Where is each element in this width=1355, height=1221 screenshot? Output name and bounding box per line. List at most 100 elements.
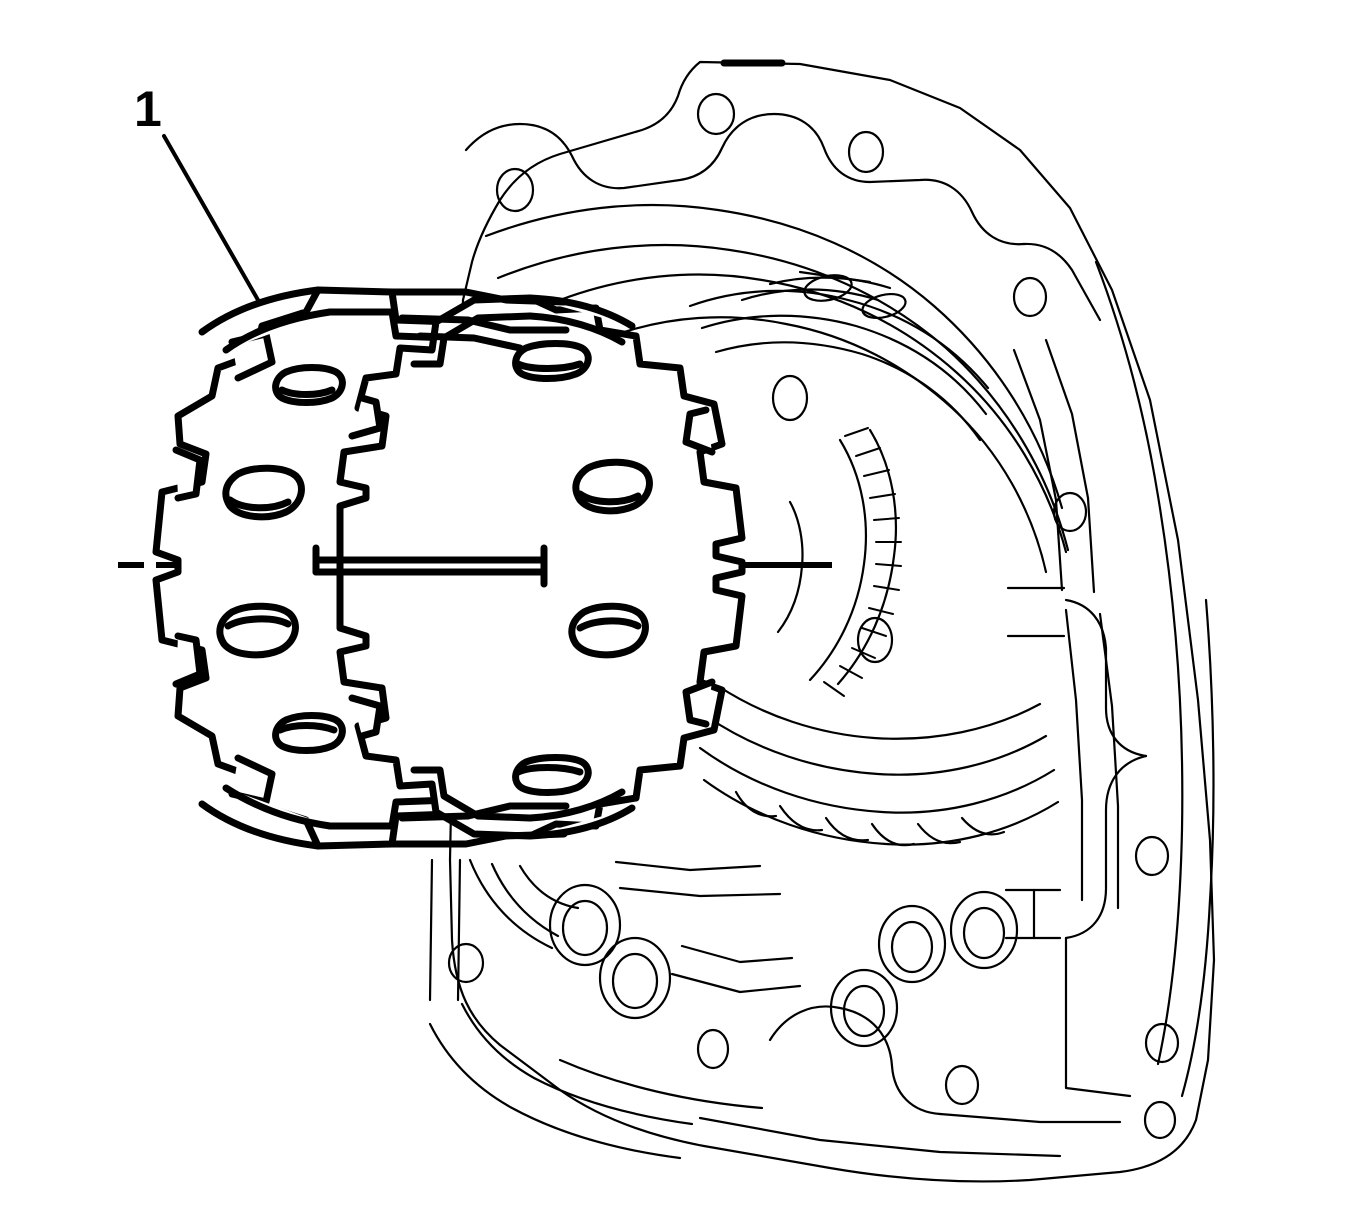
case-skirt-line [518, 864, 580, 910]
bolt-hole-icon [548, 883, 622, 967]
drum-overlap-detail-top [416, 332, 524, 352]
case-rib [1012, 348, 1064, 592]
drum-overlap-detail-bottom [398, 802, 570, 822]
drum-right-rim-top [526, 312, 626, 346]
callout-1-label: 1 [134, 81, 162, 137]
case-clutch-stack-line [714, 341, 982, 442]
case-detail-hole [803, 274, 853, 302]
case-clutch-stack-line [688, 289, 990, 390]
bolt-hole-icon [856, 616, 894, 664]
drum-slot-group-left [216, 364, 346, 754]
case-right-contour [1064, 598, 1148, 758]
drum-left-rim-bottom [198, 800, 322, 850]
drum-right-inner-contour [682, 406, 716, 456]
case-clutch-stack-line [768, 276, 892, 290]
drum-overlap-detail-top [398, 314, 570, 334]
case-clutch-stack-line [798, 270, 872, 284]
callout-1-leader-line [162, 134, 260, 302]
case-bottom-dogs [734, 790, 1006, 847]
case-right-contour [1094, 260, 1184, 1066]
drum-slot [568, 602, 649, 659]
drum-slot-depth [276, 722, 338, 734]
bolt-hole-icon [1012, 276, 1048, 318]
case-top-scallop-right [1022, 242, 1102, 322]
case-bell-arc-3 [558, 273, 1068, 554]
drum-slot [512, 754, 592, 796]
bolt-hole-icon [696, 1028, 730, 1070]
case-hub-mid-arc [808, 438, 867, 682]
bolt-hole-icon [1134, 835, 1170, 877]
drum-slot [216, 602, 299, 659]
drum-right-inner-contour [348, 394, 384, 440]
case-skirt-line [670, 972, 802, 994]
bolt-boss-pair [829, 890, 1019, 1048]
bolt-hole-icon [847, 130, 885, 174]
bolt-hole-icon [829, 968, 899, 1048]
bolt-hole-icon [611, 952, 659, 1010]
case-skirt-line [428, 858, 434, 1002]
case-bell-arc-1 [484, 203, 1064, 510]
case-skirt-line [456, 858, 462, 1002]
transmission-case-group [428, 59, 1216, 1183]
case-rib [1044, 338, 1096, 594]
bolt-hole-icon [771, 374, 809, 422]
drum-left-rim-top [222, 308, 334, 354]
drum-left-rim-bottom [222, 784, 334, 830]
case-lower-arc-2 [704, 714, 1048, 776]
drum-left-rim-top [198, 286, 322, 336]
case-bell-arc-4 [610, 316, 1048, 574]
drum-slot-depth [514, 764, 584, 776]
drum-right-inner-contour [348, 694, 384, 740]
case-right-contour [1064, 936, 1132, 1098]
drum-slot-depth [576, 617, 642, 632]
drum-slot-depth [576, 490, 642, 506]
case-top-scallop-left [464, 112, 1026, 246]
bolt-hole-icon [1143, 1100, 1177, 1140]
drum-slot-depth [226, 496, 292, 512]
drum-left-inner-contour [172, 446, 204, 502]
case-detail-hole [861, 292, 907, 320]
drum-right-rim-bottom [526, 788, 626, 822]
bolt-boss-pair [548, 883, 672, 1020]
drum-overlap-detail-top [388, 288, 568, 306]
case-lower-arc-4 [702, 778, 1060, 846]
callout-leader-group [162, 134, 260, 302]
case-outer-flange [448, 60, 1216, 1183]
drum-slot-group-right [512, 340, 653, 796]
case-skirt-line [768, 1005, 942, 1116]
case-rib [1064, 608, 1084, 902]
bolt-hole-icon [495, 167, 535, 213]
drum-slot [512, 340, 592, 382]
case-right-contour [1064, 754, 1148, 940]
case-skirt-line [428, 1022, 682, 1160]
bolt-hole-icon [877, 904, 947, 984]
case-skirt-line [558, 1058, 764, 1110]
drum-right-inner-contour [682, 678, 716, 728]
drum-slot-depth [224, 615, 292, 630]
case-lower-arc-3 [698, 746, 1056, 814]
drum-slot-depth [278, 386, 336, 398]
case-skirt-line [618, 886, 782, 898]
case-clutch-stack-line [740, 288, 880, 302]
bolt-hole-icon [944, 1064, 980, 1106]
case-hub-spline-teeth [823, 427, 902, 697]
case-skirt-line [490, 862, 560, 938]
bolt-hole-icon [890, 920, 934, 974]
bolt-hole-icon [842, 984, 886, 1038]
bolt-hole-icon [962, 906, 1006, 960]
case-skirt-line [680, 944, 794, 964]
bolt-hole-icon [561, 899, 609, 957]
case-skirt-line [698, 1116, 1062, 1158]
case-bell-arc-2 [496, 243, 1070, 552]
drum-slot-depth [514, 360, 584, 372]
case-skirt-line [468, 858, 554, 950]
case-clutch-stack-line [700, 314, 988, 416]
case-skirt-line [460, 1002, 694, 1126]
case-skirt-line [614, 860, 762, 872]
bolt-hole-icon [598, 936, 672, 1020]
bolt-hole-icon [1144, 1022, 1180, 1064]
case-skirt-line [938, 1112, 1122, 1124]
drum-left-inner-contour [172, 632, 204, 688]
